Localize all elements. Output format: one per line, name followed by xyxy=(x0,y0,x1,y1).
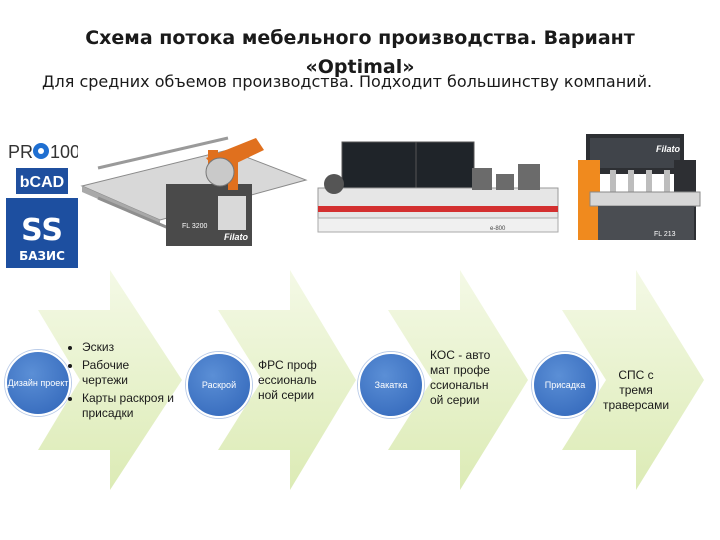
pro100-logo: PR 100 xyxy=(6,136,80,168)
saw-model-label: FL 3200 xyxy=(182,223,208,230)
svg-text:100: 100 xyxy=(50,142,78,162)
svg-text:PR: PR xyxy=(8,142,33,162)
stage-4-label: СПС с тремя траверсами xyxy=(602,368,670,412)
svg-text:SS: SS xyxy=(21,213,63,248)
stage-3-circle: Закатка xyxy=(358,352,424,418)
stage-arrow-3 xyxy=(388,270,528,490)
edge-model-label: e-800 xyxy=(490,226,506,232)
page-title: Схема потока мебельного производства. Ва… xyxy=(85,27,635,78)
page-subtitle: Для средних объемов производства. Подход… xyxy=(42,72,653,91)
stage-2-label: ФРС профессиональной серии xyxy=(258,358,317,402)
stage-2-text: ФРС профессиональной серии xyxy=(258,358,322,403)
svg-text:БАЗИС: БАЗИС xyxy=(19,249,65,263)
stage-1-item: Эскиз xyxy=(82,340,176,355)
drill-brand-label: Filato xyxy=(656,144,681,154)
stage-4-text: СПС с тремя траверсами xyxy=(600,368,672,413)
stage-4-circle: Присадка xyxy=(532,352,598,418)
drilling-machine-image: Filato FL 213 xyxy=(570,130,716,248)
stage-1-items: Эскиз Рабочие чертежи Карты раскроя и пр… xyxy=(68,340,176,424)
stage-2-circle: Раскрой xyxy=(186,352,252,418)
drill-model-label: FL 213 xyxy=(654,231,676,238)
edge-bander-image: e-800 xyxy=(312,138,568,236)
stage-1-circle-label: Дизайн проект xyxy=(7,377,69,388)
panel-saw-image: FL 3200 Filato xyxy=(78,128,314,252)
saw-brand-label: Filato xyxy=(224,232,249,242)
stage-1-item: Карты раскроя и присадки xyxy=(82,391,176,421)
svg-text:bCAD: bCAD xyxy=(20,174,64,191)
process-flow-arrows xyxy=(38,270,704,490)
stage-3-label: КОС - автомат профессиональной серии xyxy=(430,348,491,407)
stage-3-circle-label: Закатка xyxy=(374,379,408,390)
stage-arrow-2 xyxy=(218,270,356,490)
stage-1-item: Рабочие чертежи xyxy=(82,358,176,388)
stage-arrow-4 xyxy=(562,270,704,490)
stage-4-circle-label: Присадка xyxy=(544,379,586,390)
stage-1-circle: Дизайн проект xyxy=(5,350,71,416)
stage-2-circle-label: Раскрой xyxy=(201,379,237,390)
bazis-logo: SS БАЗИС xyxy=(6,198,78,268)
bcad-logo: bCAD xyxy=(6,166,78,196)
stage-3-text: КОС - автомат профессиональной серии xyxy=(430,348,494,408)
stage-arrow-1 xyxy=(38,270,182,490)
